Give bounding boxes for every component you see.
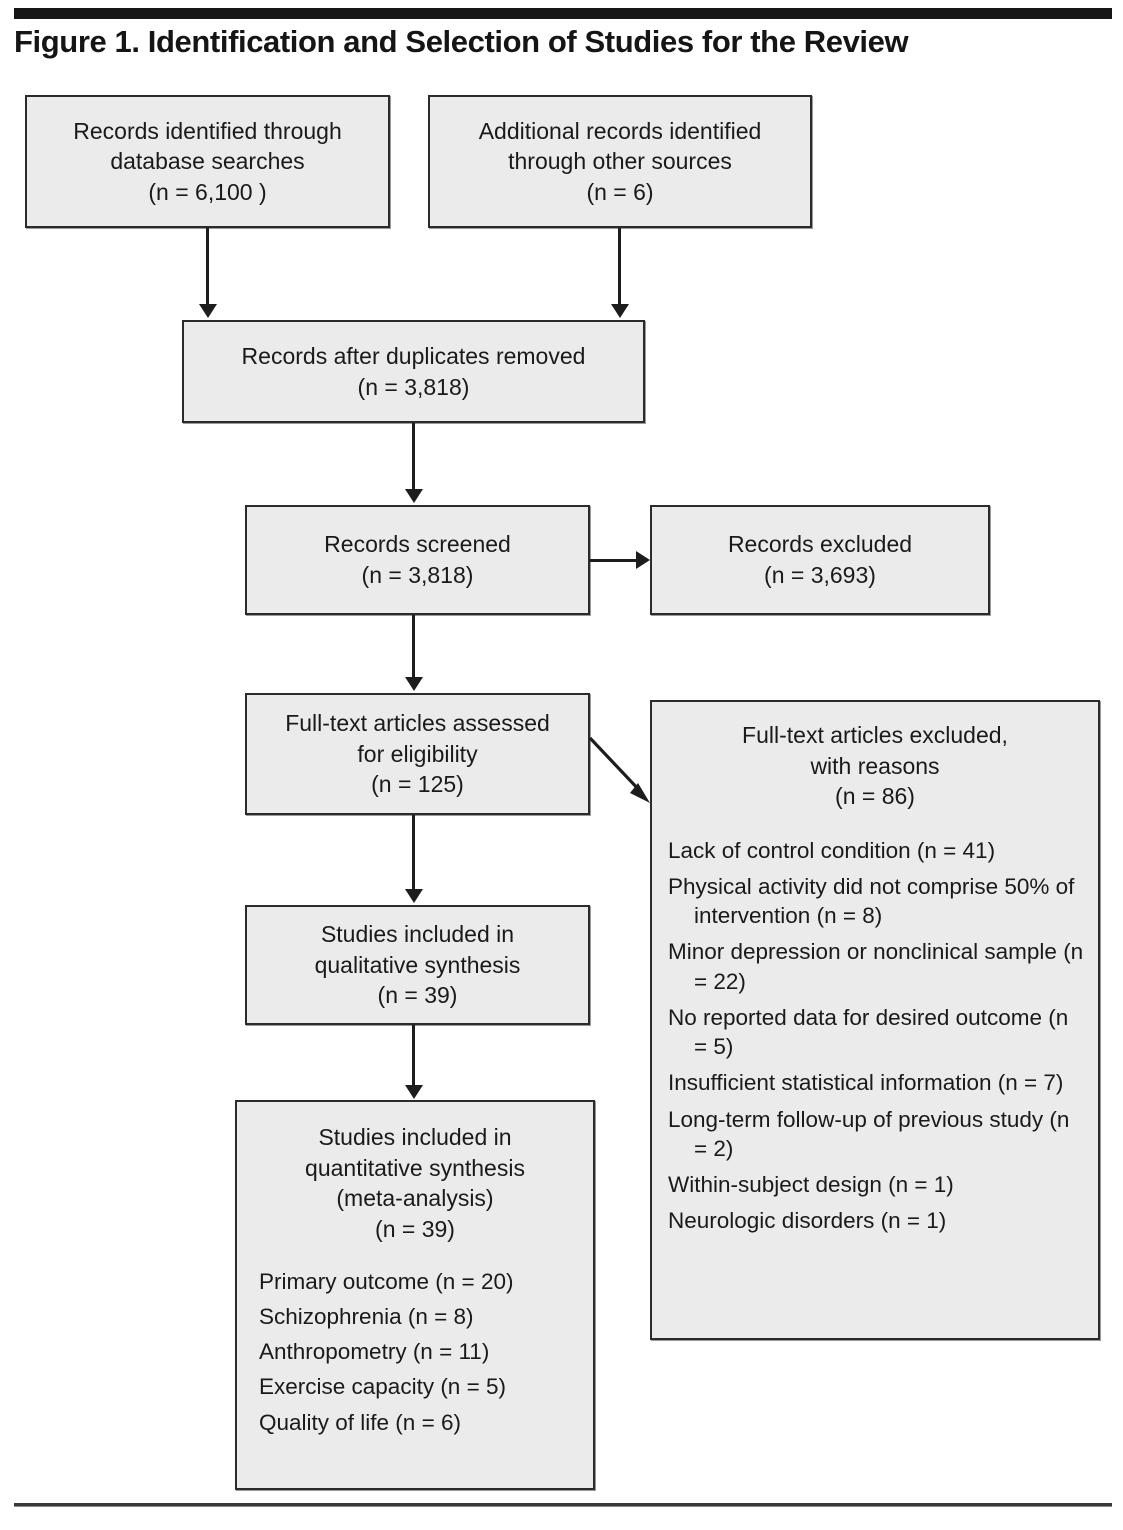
connector-other-to-duplicates [618,228,621,306]
arrowhead-down-icon [404,889,423,903]
connector-screened-to-fulltext [412,615,415,679]
quantitative-outcome-item: Exercise capacity (n = 5) [259,1374,506,1400]
exclusion-reason-item: Insufficient statistical information (n … [668,1070,1064,1096]
node-line: (n = 3,818) [361,562,474,588]
node-records-identified-database: Records identified through database sear… [25,95,390,228]
node-line: (n = 39) [375,1215,455,1242]
node-line: Records after duplicates removed [241,342,586,369]
exclusion-reason-item: Long-term follow-up of previous study (n… [668,1106,1070,1161]
node-line: Studies included in [320,921,515,948]
node-line: Full-text articles assessed [285,710,550,737]
exclusion-reason-item: Lack of control condition (n = 41) [668,837,996,863]
exclusion-reason-item: Minor depression or nonclinical sample (… [668,939,1084,994]
node-line: for eligibility [357,740,478,767]
node-line: (n = 86) [835,783,915,810]
node-line: (n = 6) [586,178,654,205]
node-line: (n = 125) [371,771,464,798]
node-line: (n = 3,693) [764,562,876,588]
connector-fulltext-to-excluded [588,736,650,803]
node-records-excluded: Records excluded (n = 3,693) [650,505,990,615]
node-line: (n = 39) [377,982,458,1009]
node-quantitative-synthesis: Studies included in quantitative synthes… [235,1100,595,1490]
node-line: Records identified through [73,117,342,144]
exclusion-reason-item: Neurologic disorders (n = 1) [668,1208,947,1234]
quantitative-outcome-item: Anthropometry (n = 11) [259,1339,490,1365]
node-records-screened: Records screened (n = 3,818) [245,505,590,615]
node-line: (n = 6,100 ) [148,178,267,205]
connector-screened-to-excluded [590,558,638,562]
exclusion-reason-list: Lack of control condition (n = 41) Physi… [652,836,1098,1243]
node-line: Studies included in [318,1124,512,1150]
connector-db-to-duplicates [206,228,209,306]
connector-fulltext-to-qualitative [412,815,415,891]
node-additional-records-other-sources: Additional records identified through ot… [428,95,812,228]
quantitative-outcome-item: Quality of life (n = 6) [259,1409,461,1435]
exclusion-reason-item: No reported data for desired outcome (n … [668,1004,1069,1060]
arrowhead-down-icon [610,304,629,318]
connector-duplicates-to-screened [412,423,415,491]
node-line: database searches [110,148,305,175]
node-line: (n = 3,818) [357,373,470,400]
node-line: Additional records identified [478,117,762,144]
node-qualitative-synthesis: Studies included in qualitative synthesi… [245,905,590,1025]
quantitative-outcome-item: Schizophrenia (n = 8) [259,1304,474,1330]
arrowhead-down-icon [404,677,423,691]
quantitative-outcome-item: Primary outcome (n = 20) [259,1269,514,1295]
node-line: Full-text articles excluded, [742,722,1008,748]
arrowhead-down-icon [404,489,423,503]
node-line: Records excluded [727,531,913,558]
node-line: qualitative synthesis [314,951,521,978]
top-rule [14,8,1112,19]
node-line: with reasons [810,752,940,779]
node-line: Records screened [324,531,511,558]
node-fulltext-excluded-with-reasons: Full-text articles excluded, with reason… [650,700,1100,1340]
quantitative-outcome-list: Primary outcome (n = 20) Schizophrenia (… [237,1266,593,1441]
figure-title: Figure 1. Identification and Selection o… [14,24,909,59]
arrowhead-down-icon [404,1085,423,1099]
node-fulltext-assessed-eligibility: Full-text articles assessed for eligibil… [245,693,590,815]
exclusion-reason-item: Within-subject design (n = 1) [668,1172,954,1198]
bottom-rule [14,1503,1112,1507]
node-records-after-duplicates-removed: Records after duplicates removed (n = 3,… [182,320,645,423]
node-line: (meta-analysis) [336,1185,494,1212]
connector-qualitative-to-quantitative [412,1025,415,1087]
node-line: through other sources [508,148,732,175]
node-line: quantitative synthesis [305,1154,525,1181]
arrowhead-right-icon [636,551,650,569]
arrowhead-down-icon [198,304,217,318]
exclusion-reason-item: Physical activity did not comprise 50% o… [668,873,1075,929]
